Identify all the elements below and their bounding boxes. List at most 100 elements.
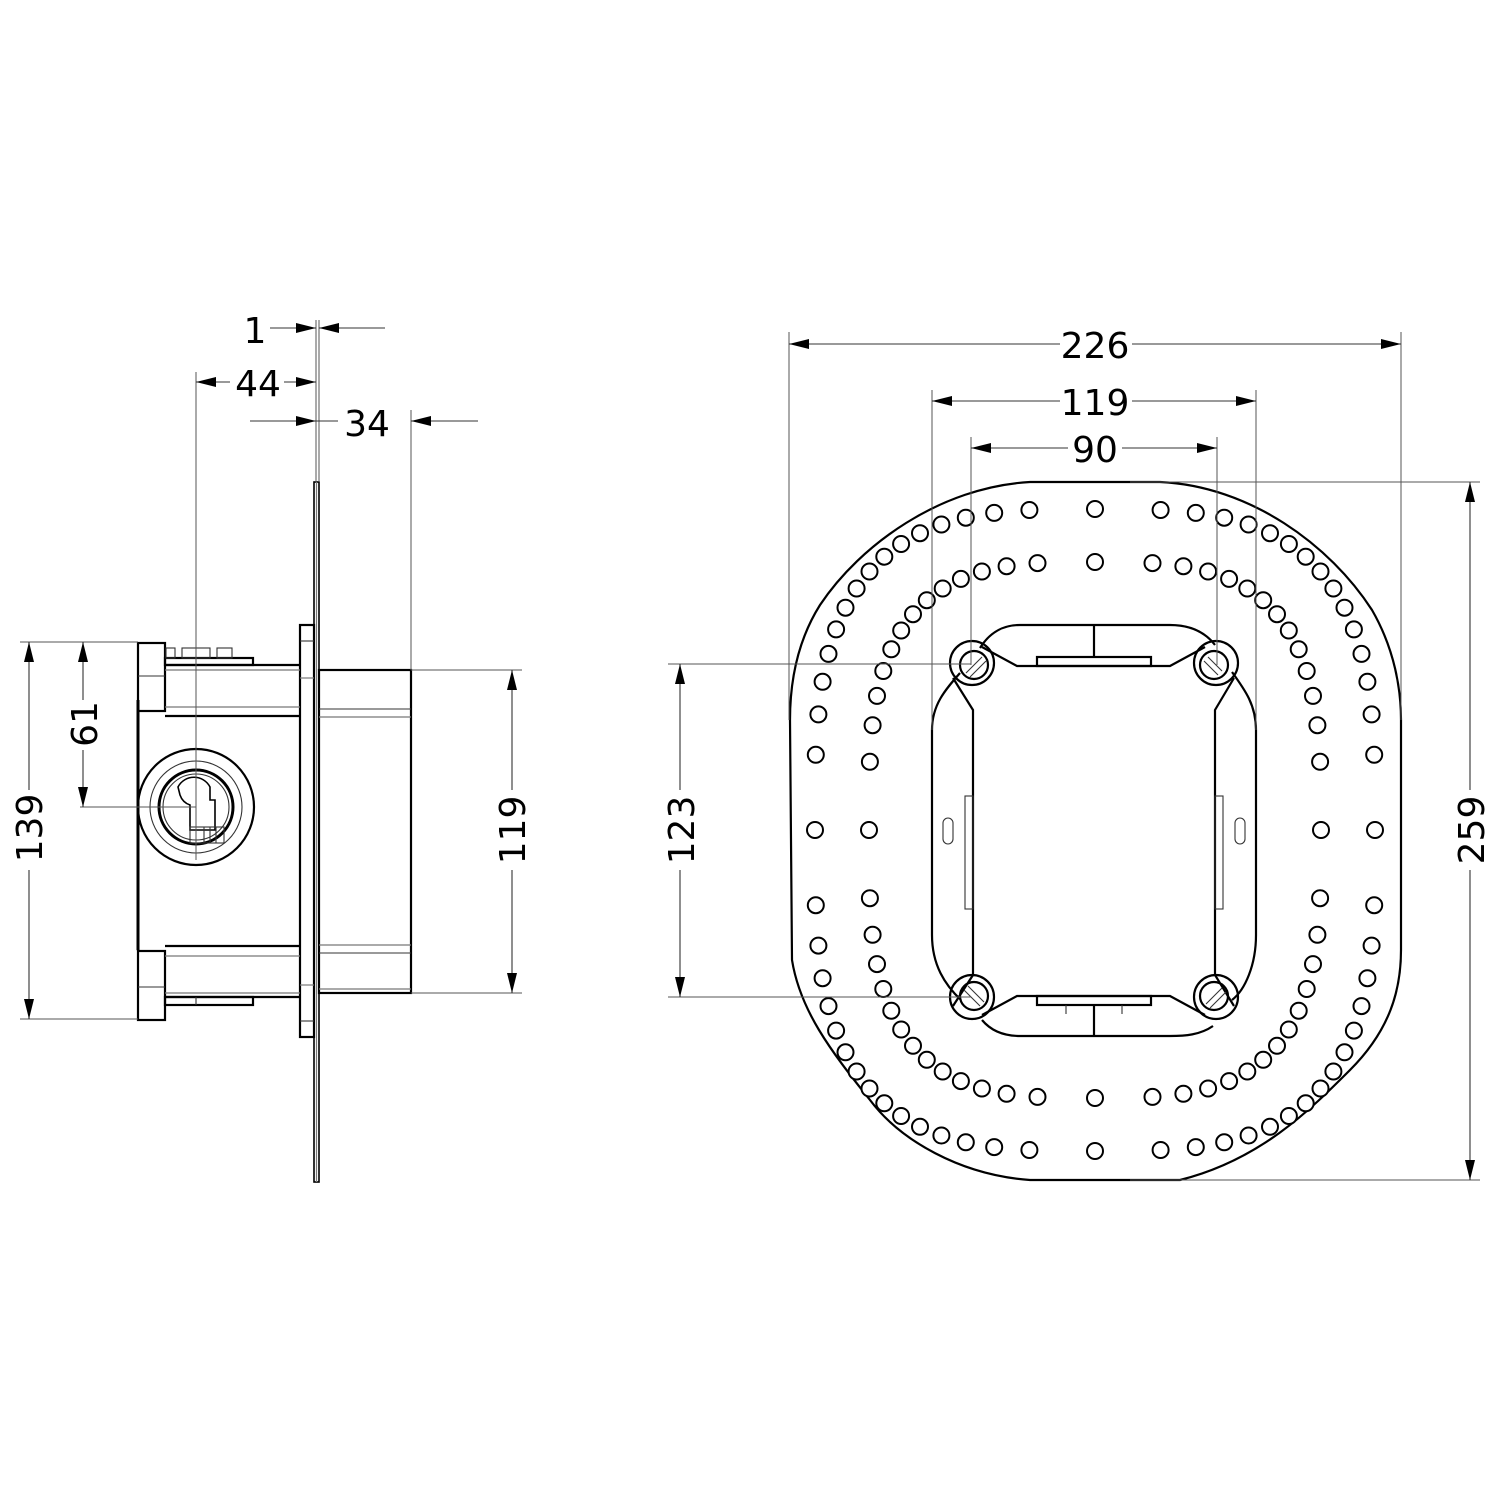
dimension-plate-thickness: 1 <box>244 311 385 352</box>
plate-hole <box>809 936 828 955</box>
plate-hole <box>933 1062 952 1081</box>
plate-hole <box>836 598 855 617</box>
plate-hole <box>1365 745 1384 764</box>
plate-hole <box>985 1138 1004 1157</box>
dim-label-123: 123 <box>662 796 703 865</box>
plate-hole <box>1297 980 1316 998</box>
plate-hole <box>882 640 901 659</box>
dim-label-34: 34 <box>344 404 390 445</box>
plate-hole <box>874 980 893 998</box>
plate-hole <box>1358 672 1377 691</box>
mounting-bracket <box>952 646 1235 1016</box>
plate-hole <box>917 591 936 610</box>
plate-hole <box>813 672 832 691</box>
plate-hole <box>1220 1072 1239 1091</box>
plate-hole <box>1311 1079 1330 1098</box>
plate-hole <box>1239 1126 1258 1145</box>
plate-hole <box>1344 1021 1363 1040</box>
plate-hole <box>972 1079 991 1098</box>
plate-hole <box>1362 936 1381 955</box>
plate-hole <box>863 716 882 735</box>
plate-hole <box>806 896 825 915</box>
plate-hole <box>1239 515 1258 534</box>
plate-hole <box>860 821 878 839</box>
plate-hole <box>1254 1050 1273 1069</box>
plate-hole <box>1020 1141 1039 1159</box>
plate-hole <box>951 1072 970 1091</box>
plate-hole <box>1199 562 1218 581</box>
front-body-side <box>317 668 413 995</box>
plate-hole <box>997 1084 1016 1103</box>
dim-label-226: 226 <box>1061 326 1130 367</box>
plate-hole <box>911 524 929 543</box>
plate-hole <box>806 745 825 764</box>
dim-label-44: 44 <box>235 364 281 405</box>
plate-hole <box>933 579 952 598</box>
plate-hole <box>1020 501 1039 519</box>
screw-top-right <box>1192 639 1240 687</box>
plate-hole <box>1366 821 1384 839</box>
plate-hole <box>1335 1043 1354 1062</box>
plate-hole <box>860 752 879 771</box>
plate-hole <box>875 1094 894 1113</box>
plate-hole <box>1238 579 1257 598</box>
plate-hole <box>819 644 838 663</box>
plate-hole <box>892 535 911 553</box>
dim-label-61: 61 <box>65 701 106 747</box>
side-view: 1 44 34 139 61 119 <box>10 311 534 1183</box>
plate-hole <box>868 955 886 974</box>
plate-hole <box>892 1107 911 1125</box>
plate-hole <box>956 1133 975 1152</box>
right-slot <box>1214 795 1224 910</box>
plate-hole <box>875 547 894 566</box>
plate-hole <box>1268 605 1286 624</box>
plate-hole <box>1151 501 1170 519</box>
plate-hole <box>904 1036 922 1055</box>
plate-hole <box>827 620 846 639</box>
dimension-screw-spacing-horizontal: 90 <box>971 430 1217 471</box>
plate-hole <box>868 686 886 705</box>
screw-bottom-right <box>1192 973 1240 1021</box>
plate-hole <box>874 662 893 680</box>
left-oval-hole <box>942 817 954 845</box>
plate-hole <box>1086 500 1104 518</box>
plate-hole <box>1261 524 1279 543</box>
screw-top-left <box>948 639 996 687</box>
dimension-plate-width: 226 <box>789 326 1401 367</box>
plate-hole <box>836 1043 855 1062</box>
plate-hole <box>1086 1089 1104 1107</box>
plate-hole <box>1311 562 1330 581</box>
plate-hole <box>1279 1020 1298 1039</box>
plate-hole <box>1220 569 1239 588</box>
plate-hole <box>1174 1084 1193 1103</box>
dimension-screw-spacing-vertical: 123 <box>662 664 703 997</box>
plate-hole <box>1186 1138 1205 1157</box>
plate-hole <box>1296 547 1315 566</box>
plate-hole <box>1279 621 1298 640</box>
dim-label-1: 1 <box>244 311 267 352</box>
left-slot <box>964 795 974 910</box>
plate-hole <box>1215 1133 1234 1152</box>
plate-hole <box>1358 969 1377 988</box>
plate-hole <box>1143 554 1162 573</box>
plate-hole <box>1143 1087 1162 1106</box>
dim-label-119-front: 119 <box>1061 383 1130 424</box>
plate-hole <box>911 1117 929 1136</box>
dim-label-90: 90 <box>1072 430 1118 471</box>
plate-hole <box>985 503 1004 522</box>
plate-hole <box>1297 662 1316 680</box>
plate-hole <box>1312 821 1330 839</box>
plate-hole <box>972 562 991 581</box>
dimension-body-width: 119 <box>932 383 1256 424</box>
dimension-overall-height: 139 <box>10 642 51 1019</box>
plate-hole <box>892 621 911 640</box>
inner-hole-ring <box>860 553 1330 1107</box>
plate-hole <box>1311 752 1330 771</box>
plate-hole <box>1296 1094 1315 1113</box>
plate-hole <box>1362 705 1381 724</box>
plate-hole <box>1335 598 1354 617</box>
plate-hole <box>1174 557 1193 576</box>
plate-hole <box>819 997 838 1016</box>
plate-hole <box>1365 896 1384 915</box>
